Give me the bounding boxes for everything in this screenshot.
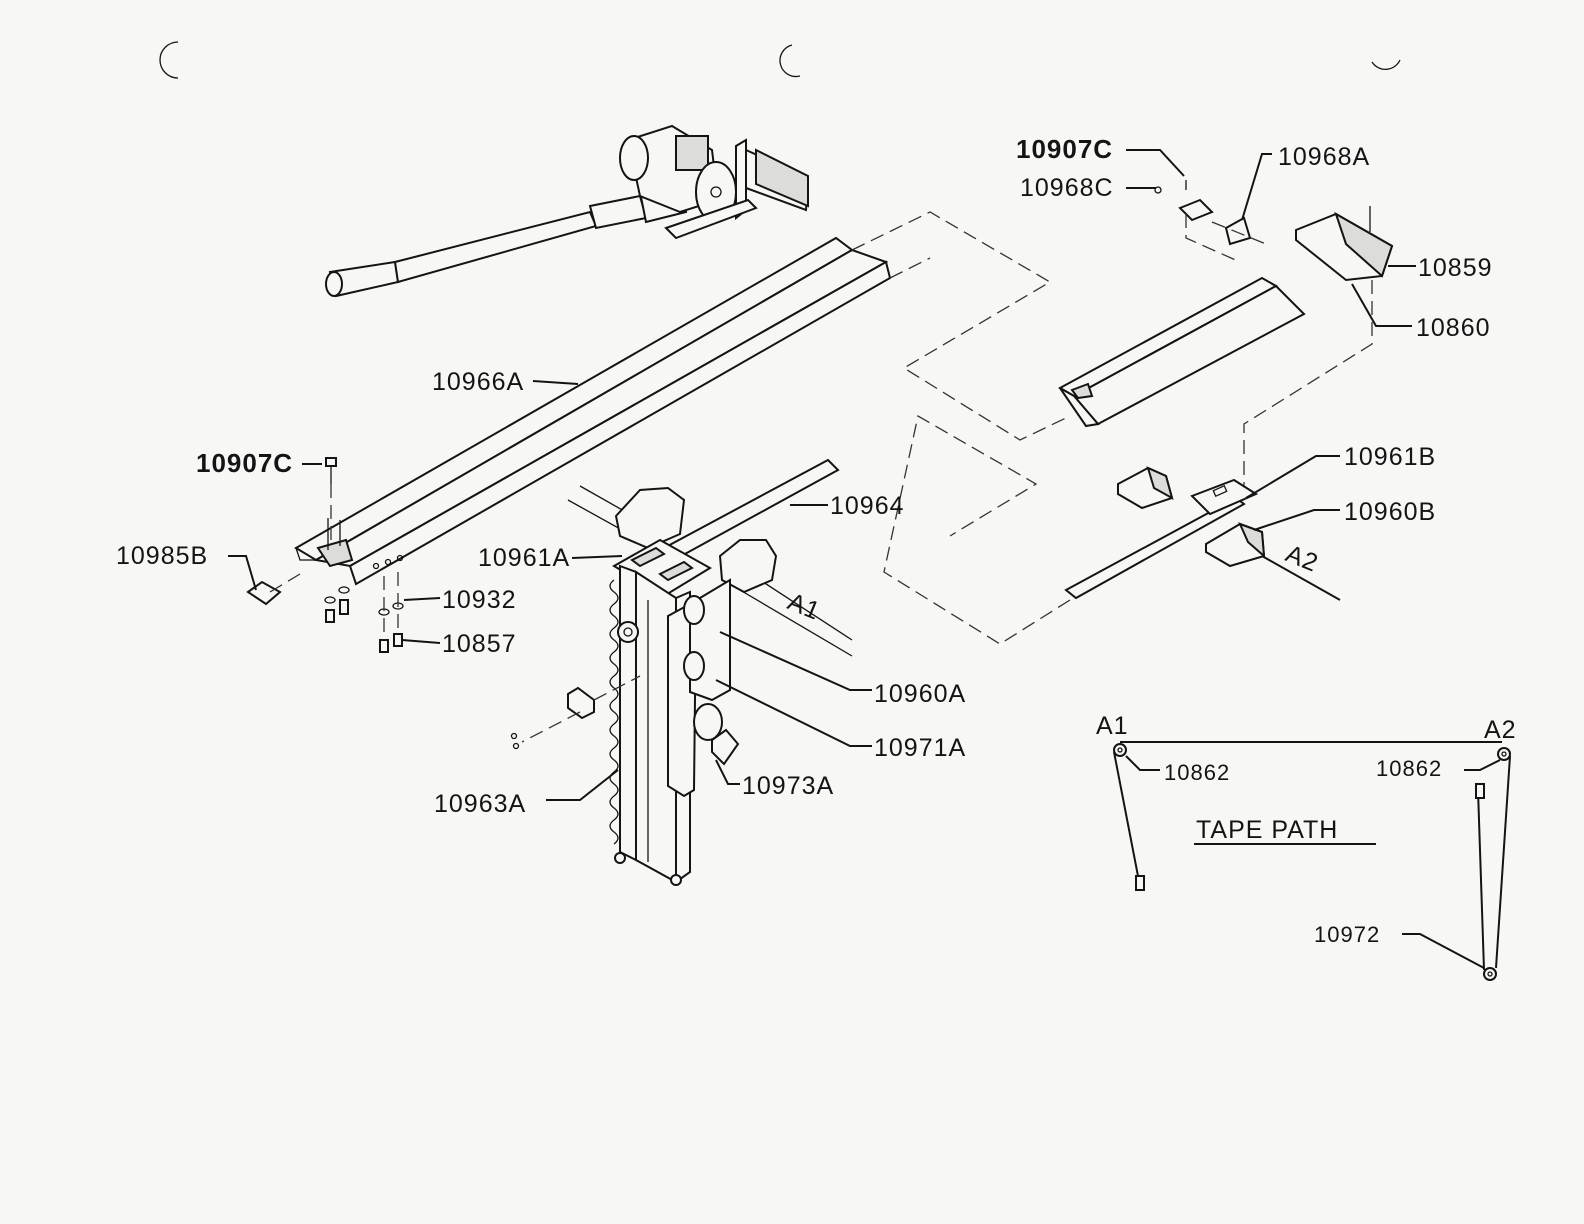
label-10932: 10932 bbox=[442, 586, 517, 614]
label-10960a: 10960A bbox=[874, 680, 966, 708]
label-10964: 10964 bbox=[830, 492, 905, 520]
label-10961a: 10961A bbox=[478, 544, 570, 572]
label-10985b: 10985B bbox=[116, 542, 208, 570]
label-10971a: 10971A bbox=[874, 734, 966, 762]
tape-path-pulley-left: 10862 bbox=[1164, 760, 1230, 785]
alignment-dashes-upper bbox=[852, 212, 1070, 440]
label-10907c-top: 10907C bbox=[1016, 134, 1113, 164]
label-10857: 10857 bbox=[442, 630, 517, 658]
punch-holes bbox=[160, 42, 1400, 78]
motor-crank-assembly bbox=[326, 126, 808, 296]
label-10973a: 10973A bbox=[742, 772, 834, 800]
label-10960b: 10960B bbox=[1344, 498, 1436, 526]
tape-path-pulley-right: 10862 bbox=[1376, 756, 1442, 781]
label-10859: 10859 bbox=[1418, 254, 1493, 282]
tape-path-labels: A1 A2 10862 10862 TAPE PATH 10972 bbox=[1096, 712, 1517, 947]
label-10968a: 10968A bbox=[1278, 143, 1370, 171]
label-10968c: 10968C bbox=[1020, 174, 1114, 202]
tape-path-a2: A2 bbox=[1484, 716, 1517, 744]
label-10961b: 10961B bbox=[1344, 443, 1436, 471]
label-10907c-left: 10907C bbox=[196, 448, 293, 478]
label-10966a: 10966A bbox=[432, 368, 524, 396]
tape-path-bottom-pulley: 10972 bbox=[1314, 922, 1380, 947]
label-a2-reference: A2 bbox=[1282, 540, 1323, 578]
tape-path-title: TAPE PATH bbox=[1196, 816, 1338, 844]
carriage-b-assembly bbox=[884, 416, 1340, 644]
tape-path-a1: A1 bbox=[1096, 712, 1129, 740]
rail-right-section bbox=[1060, 278, 1304, 426]
label-10860: 10860 bbox=[1416, 314, 1491, 342]
rail-10966a bbox=[296, 238, 890, 584]
label-10963a: 10963A bbox=[434, 790, 526, 818]
